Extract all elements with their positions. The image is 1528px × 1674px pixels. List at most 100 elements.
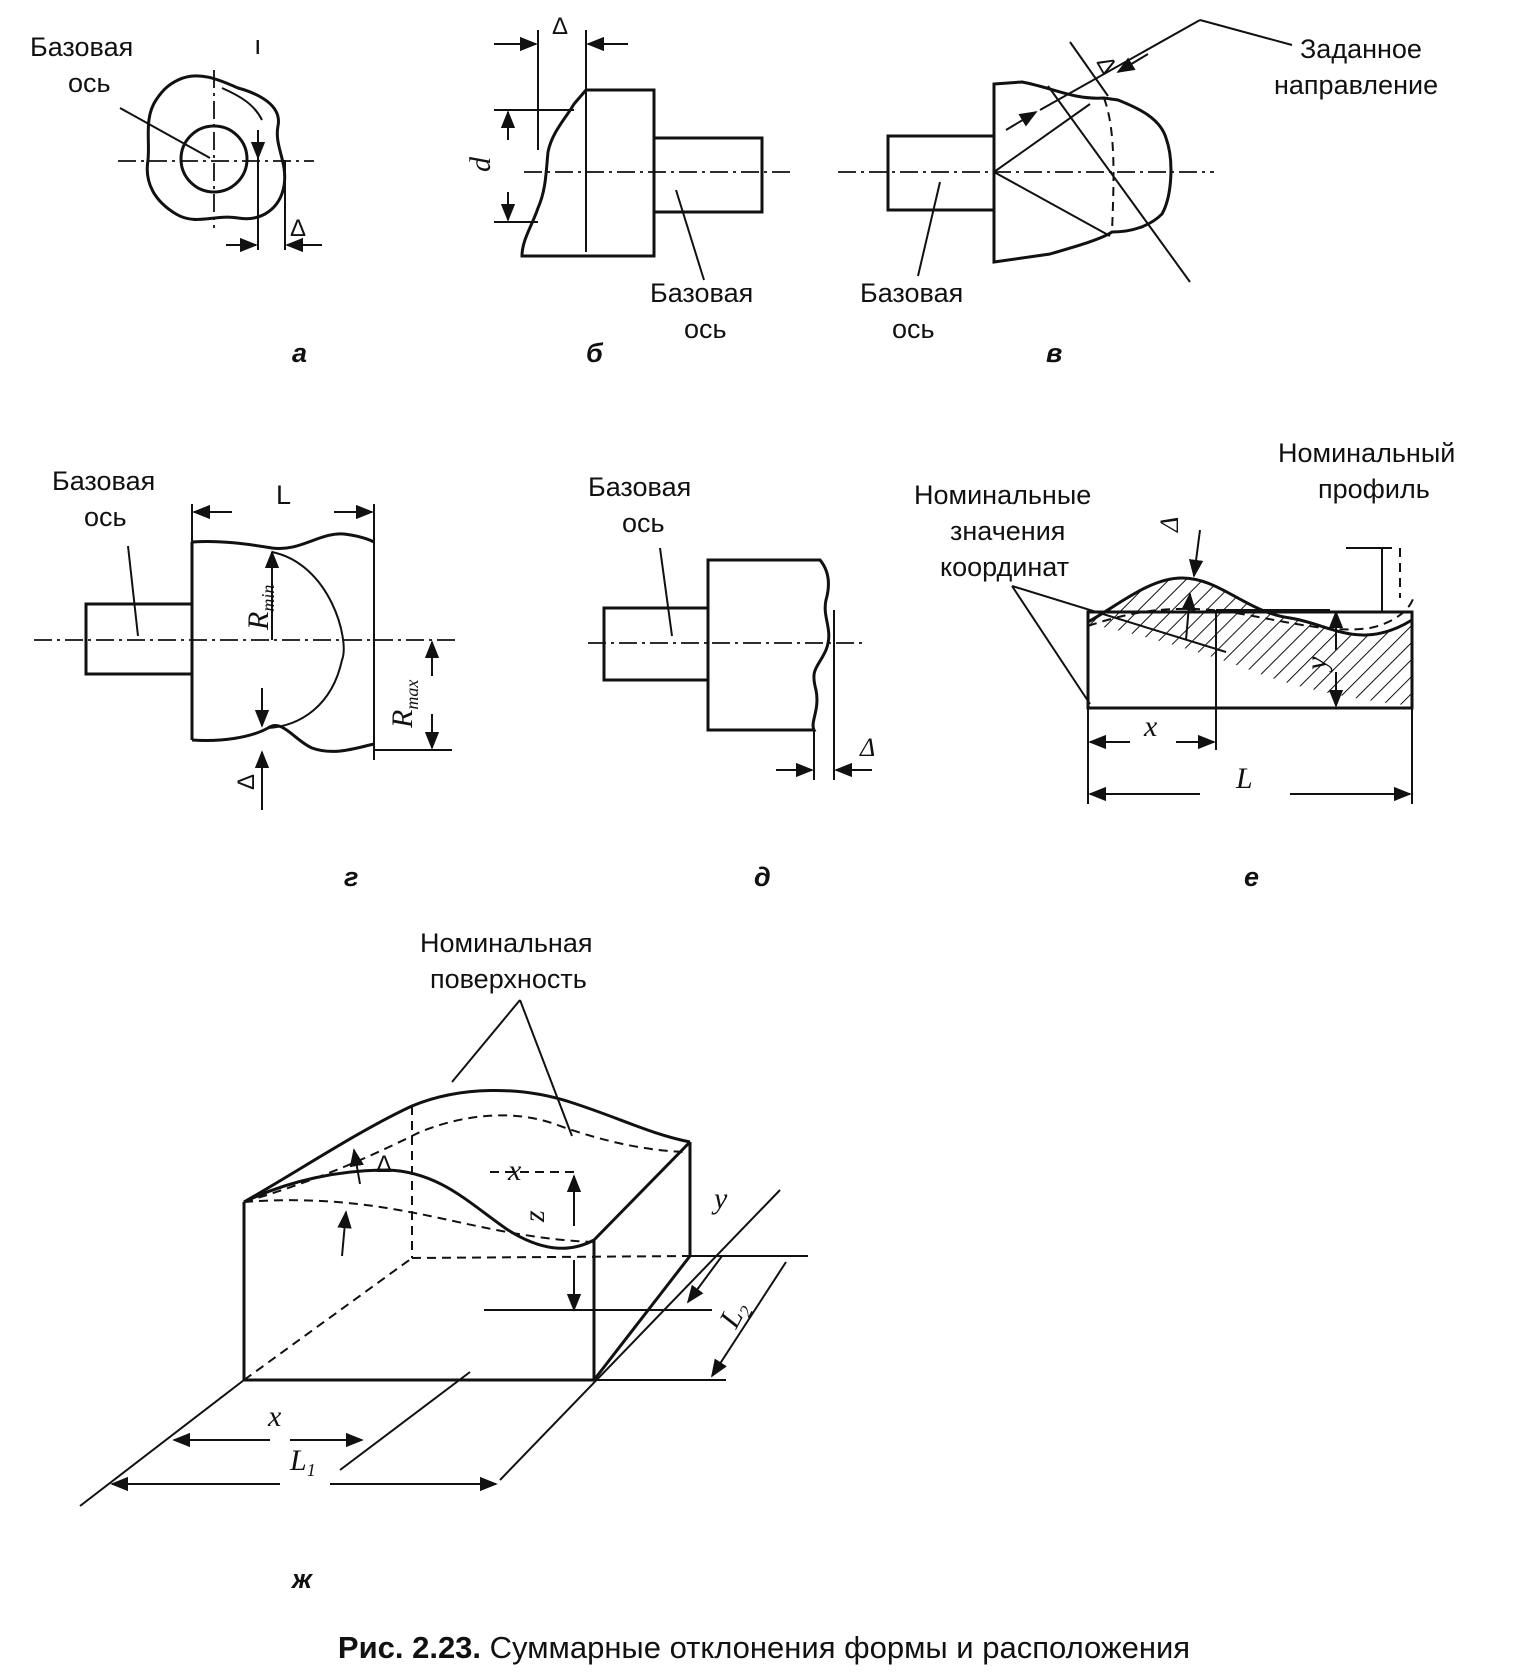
x-symbol: x — [1143, 710, 1158, 743]
delta-symbol: Δ — [859, 733, 875, 762]
L2-symbol: L2 — [713, 1295, 757, 1335]
z-symbol: z — [518, 1210, 551, 1223]
L2-arrow — [711, 1261, 787, 1378]
leader-line — [917, 181, 941, 277]
nominal-profile-label-line2: профиль — [1318, 474, 1430, 504]
subfigure-label-v: в — [1046, 338, 1062, 368]
y-axis-line — [499, 1189, 781, 1481]
subfigure-label-e: е — [1244, 862, 1259, 892]
subfigure-zh: Номинальная поверхность z x Δ y L2 — [79, 928, 808, 1594]
base-axis-label-line1: Базовая — [860, 278, 963, 308]
y-arrow — [686, 1255, 723, 1304]
base-axis-label-line2: ось — [84, 502, 127, 532]
delta-symbol: Δ — [552, 13, 568, 40]
subfigure-label-g: г — [344, 862, 358, 892]
nominal-surface-dashed — [243, 1199, 595, 1243]
hatched-deviation-zone — [1088, 578, 1412, 706]
y-symbol: y — [711, 1182, 728, 1215]
subfigure-a: Базовая ось Δ ı а — [30, 30, 322, 368]
wavy-outer-contour — [145, 74, 287, 221]
given-direction-line — [1047, 85, 1191, 283]
construction-line — [993, 171, 1111, 237]
rmin-symbol: Rmin — [242, 585, 278, 631]
leader-line — [675, 189, 705, 281]
caption-text: Суммарные отклонения формы и расположени… — [489, 1630, 1191, 1665]
caption-number: Рис. 2.23. — [337, 1630, 482, 1665]
delta-arrow — [1181, 592, 1196, 641]
real-surface-right-edge — [592, 1140, 692, 1242]
nominal-profile-dashed — [1087, 595, 1415, 631]
shaft-body — [886, 134, 996, 212]
nominal-surface-label-line2: поверхность — [430, 964, 587, 994]
stray-mark: ı — [254, 30, 262, 60]
length-symbol: L — [276, 480, 291, 510]
nominal-surface-label-line1: Номинальная — [420, 928, 592, 958]
part-body — [1086, 610, 1414, 710]
dimension-arrow — [1116, 53, 1149, 73]
leader-line — [451, 999, 521, 1083]
nominal-coords-label-line1: Номинальные — [914, 480, 1091, 510]
length-symbol: L — [1235, 762, 1253, 795]
subfigure-e: Номинальный профиль Номинальные значения… — [914, 438, 1455, 892]
real-surface-front-edge — [243, 1168, 595, 1250]
lower-wavy-edge — [191, 724, 375, 753]
base-axis-label-line1: Базовая — [30, 32, 133, 62]
subfigure-g: Базовая ось L Rmin Rmax Δ г — [34, 466, 460, 892]
figure-caption: Рис. 2.23. Суммарные отклонения формы и … — [0, 1630, 1528, 1666]
leader-line — [127, 545, 139, 637]
dimension-arrow — [1005, 111, 1038, 131]
x-symbol-top: x — [507, 1154, 522, 1187]
leader-line — [1011, 585, 1091, 705]
subfigure-d: Базовая ось Δ д — [588, 472, 875, 892]
upper-wavy-edge — [191, 532, 375, 551]
subfigure-label-b: б — [586, 338, 604, 368]
given-direction-label-line2: направление — [1274, 70, 1438, 100]
real-surface-back-edge — [243, 1088, 691, 1204]
bottom-edge — [592, 1255, 692, 1381]
nominal-coords-label-line3: координат — [940, 552, 1069, 582]
given-direction-label-line1: Заданное — [1300, 34, 1422, 64]
delta-symbol: Δ — [1155, 517, 1184, 533]
extension-line — [79, 1379, 245, 1507]
delta-symbol: Δ — [233, 774, 260, 790]
construction-line — [993, 103, 1091, 173]
nominal-coords-label-line2: значения — [950, 516, 1065, 546]
leader-line — [119, 107, 211, 159]
delta-arrow — [1188, 529, 1204, 578]
nominal-surface-dashed — [243, 1114, 685, 1203]
nominal-profile-dashed — [1103, 97, 1115, 233]
base-axis-label-line1: Базовая — [650, 278, 753, 308]
cone-outline — [992, 80, 1173, 264]
delta-symbol: Δ — [376, 1151, 392, 1178]
subfigure-v: Δ Заданное направление Базовая ось в — [838, 19, 1438, 368]
base-axis-label-line2: ось — [892, 314, 935, 344]
flange-outline — [520, 88, 656, 258]
delta-symbol: Δ — [290, 215, 306, 242]
hidden-edge — [411, 1255, 691, 1259]
rotation-arc — [221, 87, 263, 121]
leader-line — [519, 999, 573, 1137]
leader-line — [1011, 585, 1227, 653]
real-profile — [1087, 576, 1413, 637]
diameter-symbol: d — [464, 156, 497, 172]
L1-symbol: L1 — [289, 1444, 316, 1480]
nominal-profile-label-line1: Номинальный — [1278, 438, 1455, 468]
delta-symbol: Δ — [1091, 52, 1122, 79]
subfigure-b: d Δ Базовая ось б — [464, 13, 790, 368]
base-axis-label-line2: ось — [622, 508, 665, 538]
base-axis-label-line2: ось — [68, 68, 111, 98]
subfigure-label-a: а — [292, 338, 307, 368]
leader-line — [659, 547, 673, 637]
x-symbol: x — [267, 1400, 282, 1433]
rmax-symbol: Rmax — [386, 680, 422, 729]
shaft-body — [84, 602, 194, 676]
extension-line — [339, 1371, 471, 1471]
hidden-edge — [243, 1257, 413, 1381]
shaft-body — [652, 136, 764, 214]
base-axis-label-line2: ось — [684, 314, 727, 344]
delta-arrow — [337, 1210, 352, 1257]
delta-arrow — [349, 1148, 364, 1185]
nominal-arc — [267, 551, 345, 729]
flange-outline — [706, 558, 831, 732]
